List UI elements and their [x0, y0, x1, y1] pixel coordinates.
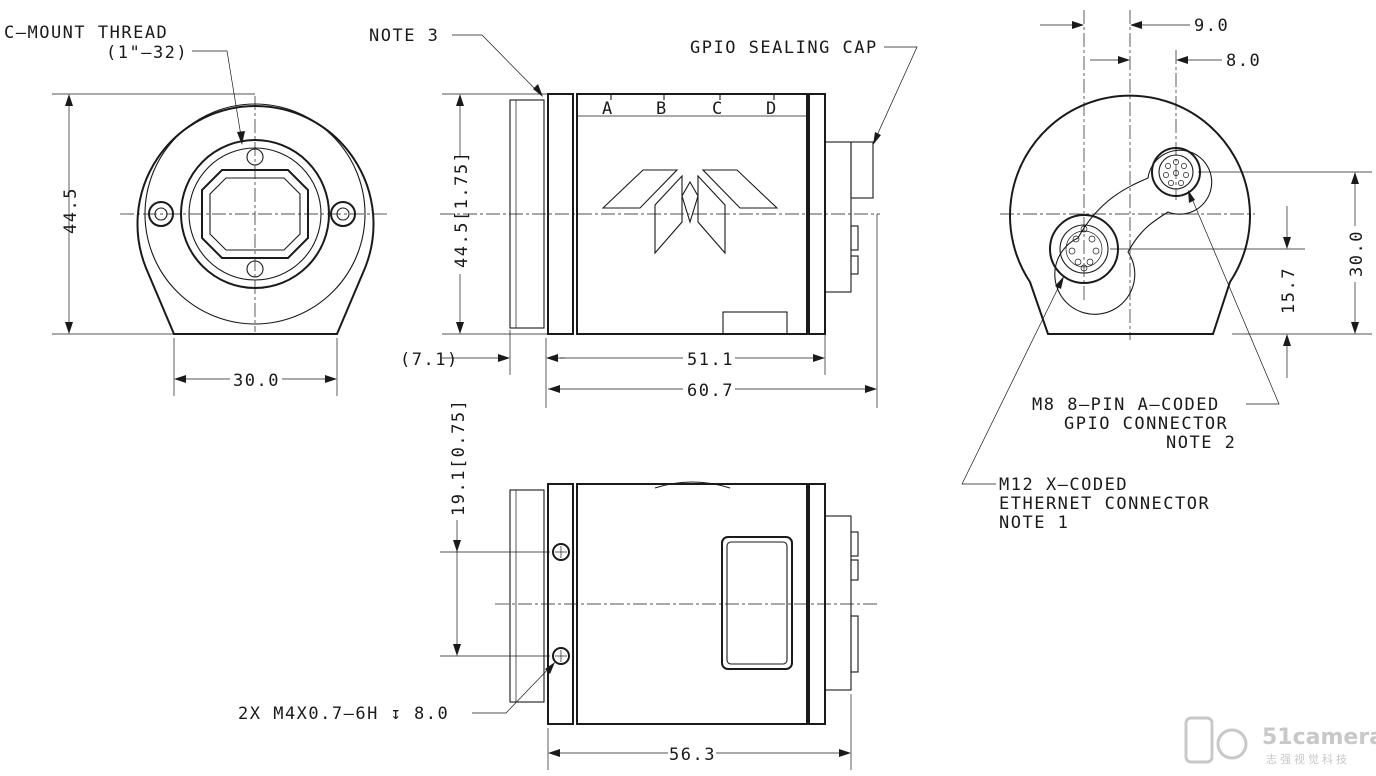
m8-pins: [1163, 159, 1189, 186]
rear-view: [961, 10, 1372, 485]
gpio-sealing-cap: [850, 141, 874, 199]
teledyne-logo: [601, 169, 779, 255]
watermark-logo-icon: [1184, 716, 1214, 764]
front-height-value: 44.5: [61, 187, 81, 234]
bottom-arc-mark: [654, 481, 731, 489]
thread-leader: [472, 663, 554, 714]
m8-label-line2: GPIO CONNECTOR: [1064, 414, 1228, 434]
ring-label-b: B: [656, 99, 668, 119]
note3-leader: [452, 34, 542, 96]
ring-label-d: D: [766, 99, 778, 119]
mount-hole-top: [552, 543, 570, 561]
bottom-label-area: [721, 536, 793, 670]
side-height-value: 44.5[1.75]: [452, 151, 472, 268]
m8-label-line1: M8 8–PIN A–CODED: [1032, 395, 1220, 415]
gpio-cap-leader: [873, 46, 918, 143]
bottom-191-value: 19.1[0.75]: [449, 399, 469, 516]
rear-housing-outline: [1009, 94, 1251, 335]
rear-30-value: 30.0: [1347, 230, 1367, 277]
front-height-arrow-bottom: [65, 322, 73, 334]
m12-label-line2: ETHERNET CONNECTOR: [999, 494, 1210, 514]
side-view: [440, 34, 918, 408]
c-mount-leader: [192, 50, 243, 143]
rear-157-value: 15.7: [1279, 267, 1299, 314]
note3-label: NOTE 3: [369, 26, 439, 46]
total-len-value: 60.7: [687, 381, 734, 401]
front-width-value: 30.0: [233, 371, 280, 391]
m8-label-line3: NOTE 2: [1166, 433, 1236, 453]
bottom-lens-mount: [509, 489, 545, 703]
c-mount-label-line1: C–MOUNT THREAD: [4, 23, 168, 43]
gpio-cap-label: GPIO SEALING CAP: [690, 38, 878, 58]
bottom-view: [440, 481, 880, 770]
ring-label-c: C: [712, 99, 724, 119]
body-len-value: 51.1: [687, 350, 734, 370]
c-mount-leader-arrow: [237, 131, 245, 145]
c-mount-label-line2: (1"–32): [106, 43, 188, 63]
m12-label-line1: M12 X–CODED: [999, 475, 1128, 495]
mount-hole-bottom: [552, 647, 570, 665]
m12-leader: [961, 279, 1063, 485]
bottom-len-value: 56.3: [669, 745, 716, 765]
watermark: 51camera 志强视觉科技: [1184, 716, 1376, 766]
thread-spec-label: 2X M4X0.7–6H ↧ 8.0: [238, 704, 449, 724]
rear-8-value: 8.0: [1226, 51, 1261, 71]
front-width-arrow-right: [325, 375, 337, 383]
side-foot-tab: [722, 311, 788, 335]
watermark-brand: 51camera: [1262, 725, 1376, 750]
rear-9-value: 9.0: [1194, 16, 1229, 36]
front-width-arrow-left: [174, 375, 186, 383]
side-rear-connector: [824, 141, 852, 293]
m12-pins: [1068, 225, 1100, 272]
ring-label-a: A: [602, 99, 614, 119]
front-height-arrow-top: [65, 94, 73, 106]
bottom-rear-connector: [824, 515, 852, 691]
labels: C–MOUNT THREAD (1"–32) 44.5 30.0 NOTE 3 …: [4, 16, 1367, 765]
sensor-window-inner: [209, 177, 301, 251]
m12-label-line3: NOTE 1: [999, 513, 1069, 533]
flange-offset-value: (7.1): [400, 350, 459, 370]
front-view: [52, 50, 390, 396]
side-body: [576, 93, 808, 335]
front-housing-outline: [136, 105, 375, 335]
watermark-sub: 志强视觉科技: [1266, 752, 1350, 766]
m8-leader: [1189, 193, 1280, 405]
sensor-window: [201, 169, 309, 259]
